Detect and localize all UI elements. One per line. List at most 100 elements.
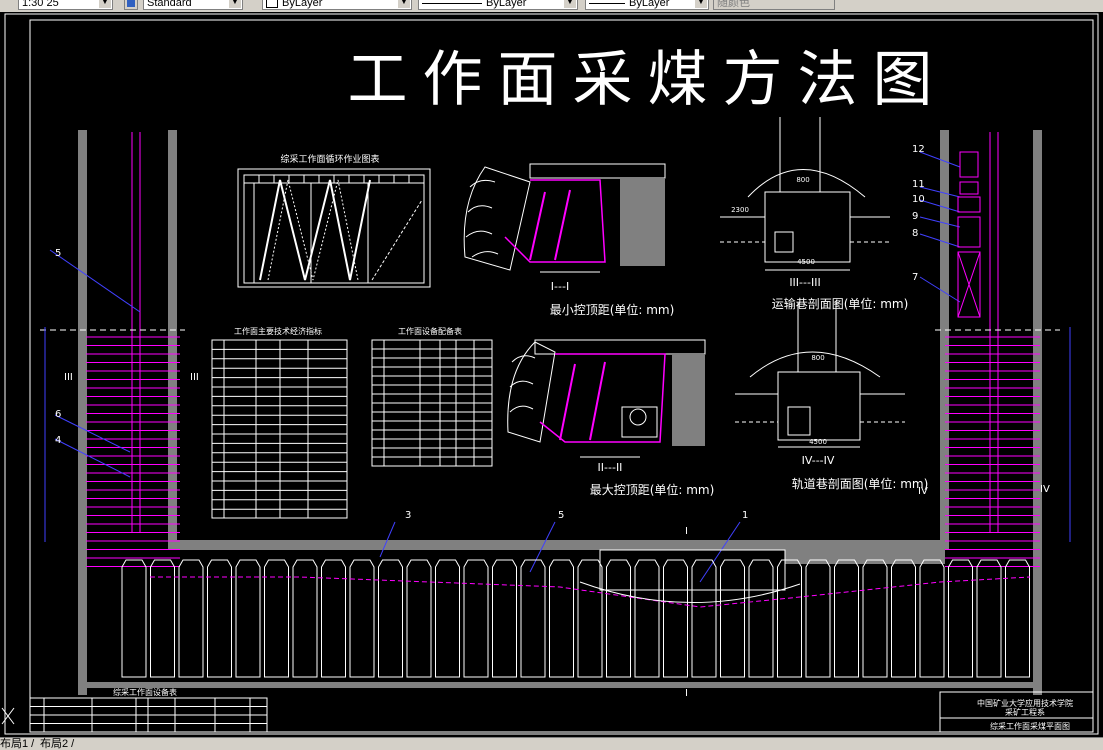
tab-layout-1-label: 布局1 <box>0 738 29 750</box>
support-unit <box>834 559 859 678</box>
support-unit <box>121 559 147 678</box>
support-unit <box>891 559 916 678</box>
support-unit <box>1005 559 1030 678</box>
support-unit <box>663 559 688 678</box>
section-iii-caption: 运输巷剖面图(单位: mm) <box>772 296 909 311</box>
support-unit <box>435 559 460 678</box>
bottom-equipment-table: 综采工作面设备表 <box>29 687 268 733</box>
tab-layout-2[interactable]: 布局2 / <box>40 738 75 750</box>
lineweight-select[interactable]: ByLayer ▼ <box>585 0 709 10</box>
support-unit <box>264 559 289 678</box>
section-i-caption: 最小控顶距(单位: mm) <box>550 302 675 317</box>
working-face-outline <box>78 130 1042 695</box>
support-unit <box>235 559 261 678</box>
support-unit <box>777 559 802 678</box>
drawing-svg: 工 作 面 采 煤 方 法 图 <box>4 13 1099 735</box>
chevron-down-icon[interactable]: ▼ <box>99 0 111 8</box>
section-ii-drawing: II---II 最大控顶距(单位: mm) <box>507 339 715 497</box>
color-swatch-icon <box>266 0 278 9</box>
support-unit <box>349 559 375 678</box>
support-unit <box>406 559 432 678</box>
callout-5: 5 <box>55 248 61 259</box>
cycle-chart: 综采工作面循环作业图表 <box>237 153 431 288</box>
dim-4500-b: 4500 <box>809 438 827 446</box>
layer-color-value: ByLayer <box>282 0 323 9</box>
school-name: 中国矿业大学应用技术学院 <box>977 698 1073 708</box>
support-unit <box>720 559 745 678</box>
department-name: 采矿工程系 <box>1005 707 1045 717</box>
plot-style-select[interactable]: 随颜色 <box>713 0 835 10</box>
callout-8: 8 <box>912 228 918 239</box>
plot-style-value: 随颜色 <box>717 0 750 9</box>
bottom-table-title: 综采工作面设备表 <box>113 687 177 697</box>
text-style-icon[interactable] <box>124 0 138 10</box>
section-mark-iii-right: III <box>190 372 199 383</box>
callout-7: 7 <box>912 272 918 283</box>
support-unit <box>748 559 774 678</box>
section-mark-i-top: I <box>685 526 688 537</box>
chevron-down-icon[interactable]: ▼ <box>398 0 410 8</box>
section-iii-mark: III---III <box>789 276 820 289</box>
layer-color-select[interactable]: ByLayer ▼ <box>262 0 412 10</box>
dim-800-b: 800 <box>811 354 824 362</box>
dim-2300: 2300 <box>731 206 749 214</box>
hydraulic-supports <box>121 549 1031 678</box>
support-unit <box>321 559 346 678</box>
cycle-table-title: 综采工作面循环作业图表 <box>280 153 379 165</box>
left-roadway <box>86 132 180 567</box>
support-unit <box>549 559 574 678</box>
title-block: 中国矿业大学应用技术学院 采矿工程系 综采工作面采煤平面图 <box>939 691 1094 733</box>
linetype-value: ByLayer <box>486 0 527 9</box>
callout-numbers: 5 6 4 12 11 10 9 8 7 3 5 1 III III IV IV… <box>55 144 1050 699</box>
section-ii-caption: 最大控顶距(单位: mm) <box>590 482 715 497</box>
ucs-icon <box>0 706 16 726</box>
support-unit <box>492 559 517 678</box>
linetype-select[interactable]: ByLayer ▼ <box>418 0 578 10</box>
dimension-lines <box>44 151 1071 583</box>
callout-3: 3 <box>405 510 411 521</box>
drawing-name: 综采工作面采煤平面图 <box>990 721 1070 731</box>
callout-4: 4 <box>55 435 61 446</box>
support-unit <box>862 559 888 678</box>
tab-layout-1[interactable]: 布局1 / <box>0 738 35 750</box>
support-unit <box>292 559 318 678</box>
properties-toolbar: 1:30 25 ▼ Standard ▼ ByLayer ▼ ByLayer ▼… <box>0 0 1103 13</box>
sheet-border <box>4 13 1099 735</box>
support-unit <box>207 559 232 678</box>
drawing-canvas[interactable]: 工 作 面 采 煤 方 法 图 <box>0 12 1103 737</box>
support-unit <box>948 559 973 678</box>
support-unit <box>378 559 403 678</box>
support-unit <box>691 559 717 678</box>
section-iv-mark: IV---IV <box>802 454 835 467</box>
dim-4500-a: 4500 <box>797 258 815 266</box>
dimstyle-select[interactable]: 1:30 25 ▼ <box>18 0 113 10</box>
lineweight-preview-icon <box>589 2 625 4</box>
linetype-preview-icon <box>422 2 482 4</box>
support-unit <box>577 559 603 678</box>
support-unit <box>634 559 660 678</box>
callout-1: 1 <box>742 510 748 521</box>
equipment-table: 工作面设备配备表 <box>371 326 493 467</box>
transport-equipment <box>957 151 981 318</box>
text-style-select[interactable]: Standard ▼ <box>143 0 243 10</box>
section-mark-i-bottom: I <box>685 688 688 699</box>
section-iii-drawing: 4500 2300 800 III---III 运输巷剖面图(单位: mm) <box>720 117 908 311</box>
chevron-down-icon[interactable]: ▼ <box>564 0 576 8</box>
callout-10: 10 <box>912 194 925 205</box>
callout-11: 11 <box>912 179 925 190</box>
dimstyle-value: 1:30 25 <box>22 0 59 9</box>
support-unit <box>520 559 546 678</box>
tech-indicator-table: 工作面主要技术经济指标 <box>211 326 348 519</box>
support-unit <box>606 559 631 678</box>
right-roadway <box>945 132 1040 567</box>
section-iv-drawing: 4500 800 IV---IV 轨道巷剖面图(单位: mm) <box>735 302 928 491</box>
tab-layout-2-label: 布局2 <box>40 738 69 750</box>
support-unit <box>976 559 1002 678</box>
dim-800-a: 800 <box>796 176 809 184</box>
chevron-down-icon[interactable]: ▼ <box>695 0 707 8</box>
section-mark-iii-left: III <box>64 372 73 383</box>
section-i-mark: I---I <box>551 280 569 293</box>
layout-tab-bar: 布局1 / 布局2 / <box>0 737 1103 750</box>
callout-5b: 5 <box>558 510 564 521</box>
chevron-down-icon[interactable]: ▼ <box>229 0 241 8</box>
